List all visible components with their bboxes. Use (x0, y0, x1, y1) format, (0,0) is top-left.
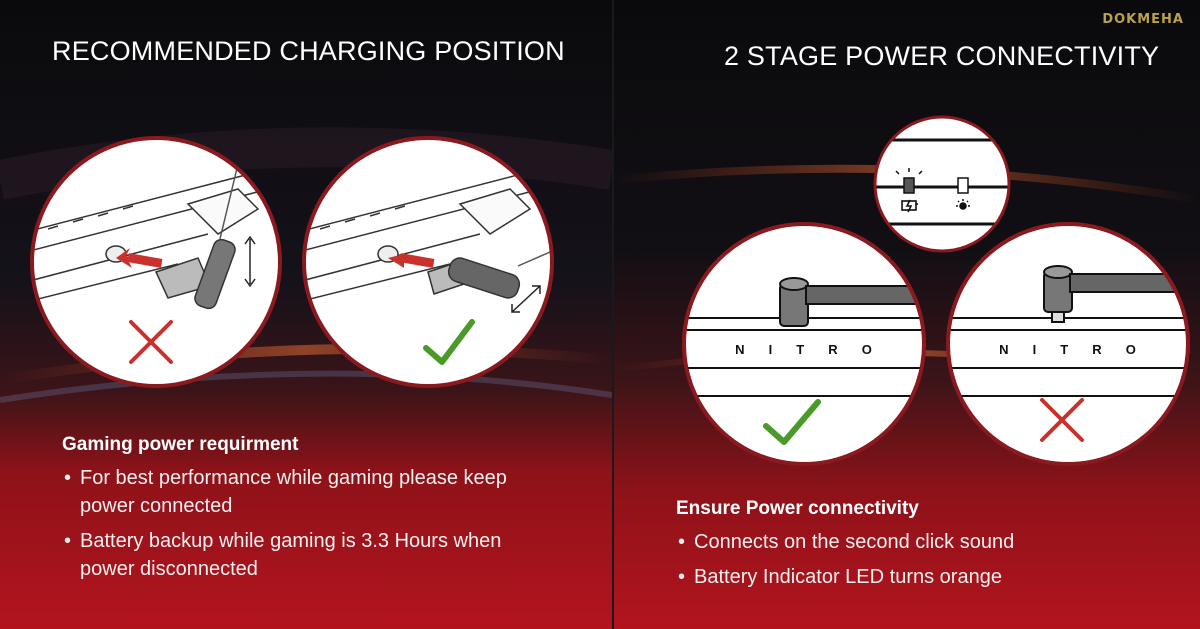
partially-inserted-illustration: N I T R O (944, 220, 1192, 468)
right-title: 2 STAGE POWER CONNECTIVITY (724, 41, 1160, 71)
watermark-logo: DOKMEHA (1102, 12, 1184, 27)
check-icon (763, 399, 821, 445)
led-indicator-illustration (872, 114, 1012, 254)
battery-charging-icon (901, 199, 918, 213)
panel-divider (612, 0, 614, 629)
right-heading: Ensure Power connectivity (676, 498, 919, 519)
cross-icon (1040, 398, 1084, 442)
nitro-label: N I T R O (999, 342, 1137, 357)
list-item: Battery backup while gaming is 3.3 Hours… (62, 527, 532, 583)
left-heading: Gaming power requirment (62, 434, 299, 455)
left-panel: RECOMMENDED CHARGING POSITION (0, 0, 612, 629)
fully-inserted-illustration: N I T R O (680, 220, 928, 468)
incorrect-position-illustration (28, 134, 284, 390)
cross-icon (129, 320, 173, 364)
list-item: For best performance while gaming please… (62, 464, 532, 520)
left-bullet-list: For best performance while gaming please… (62, 464, 532, 583)
nitro-label: N I T R O (735, 342, 873, 357)
light-icon (956, 199, 970, 210)
left-title: RECOMMENDED CHARGING POSITION (52, 36, 565, 66)
list-item: Connects on the second click sound (676, 528, 1146, 556)
right-info-block: Ensure Power connectivity Connects on th… (676, 498, 1146, 598)
check-icon (423, 319, 475, 365)
right-bullet-list: Connects on the second click sound Batte… (676, 528, 1146, 591)
right-panel: 2 STAGE POWER CONNECTIVITY (614, 0, 1200, 629)
list-item: Battery Indicator LED turns orange (676, 563, 1146, 591)
correct-position-illustration (300, 134, 556, 390)
left-info-block: Gaming power requirment For best perform… (62, 434, 532, 590)
